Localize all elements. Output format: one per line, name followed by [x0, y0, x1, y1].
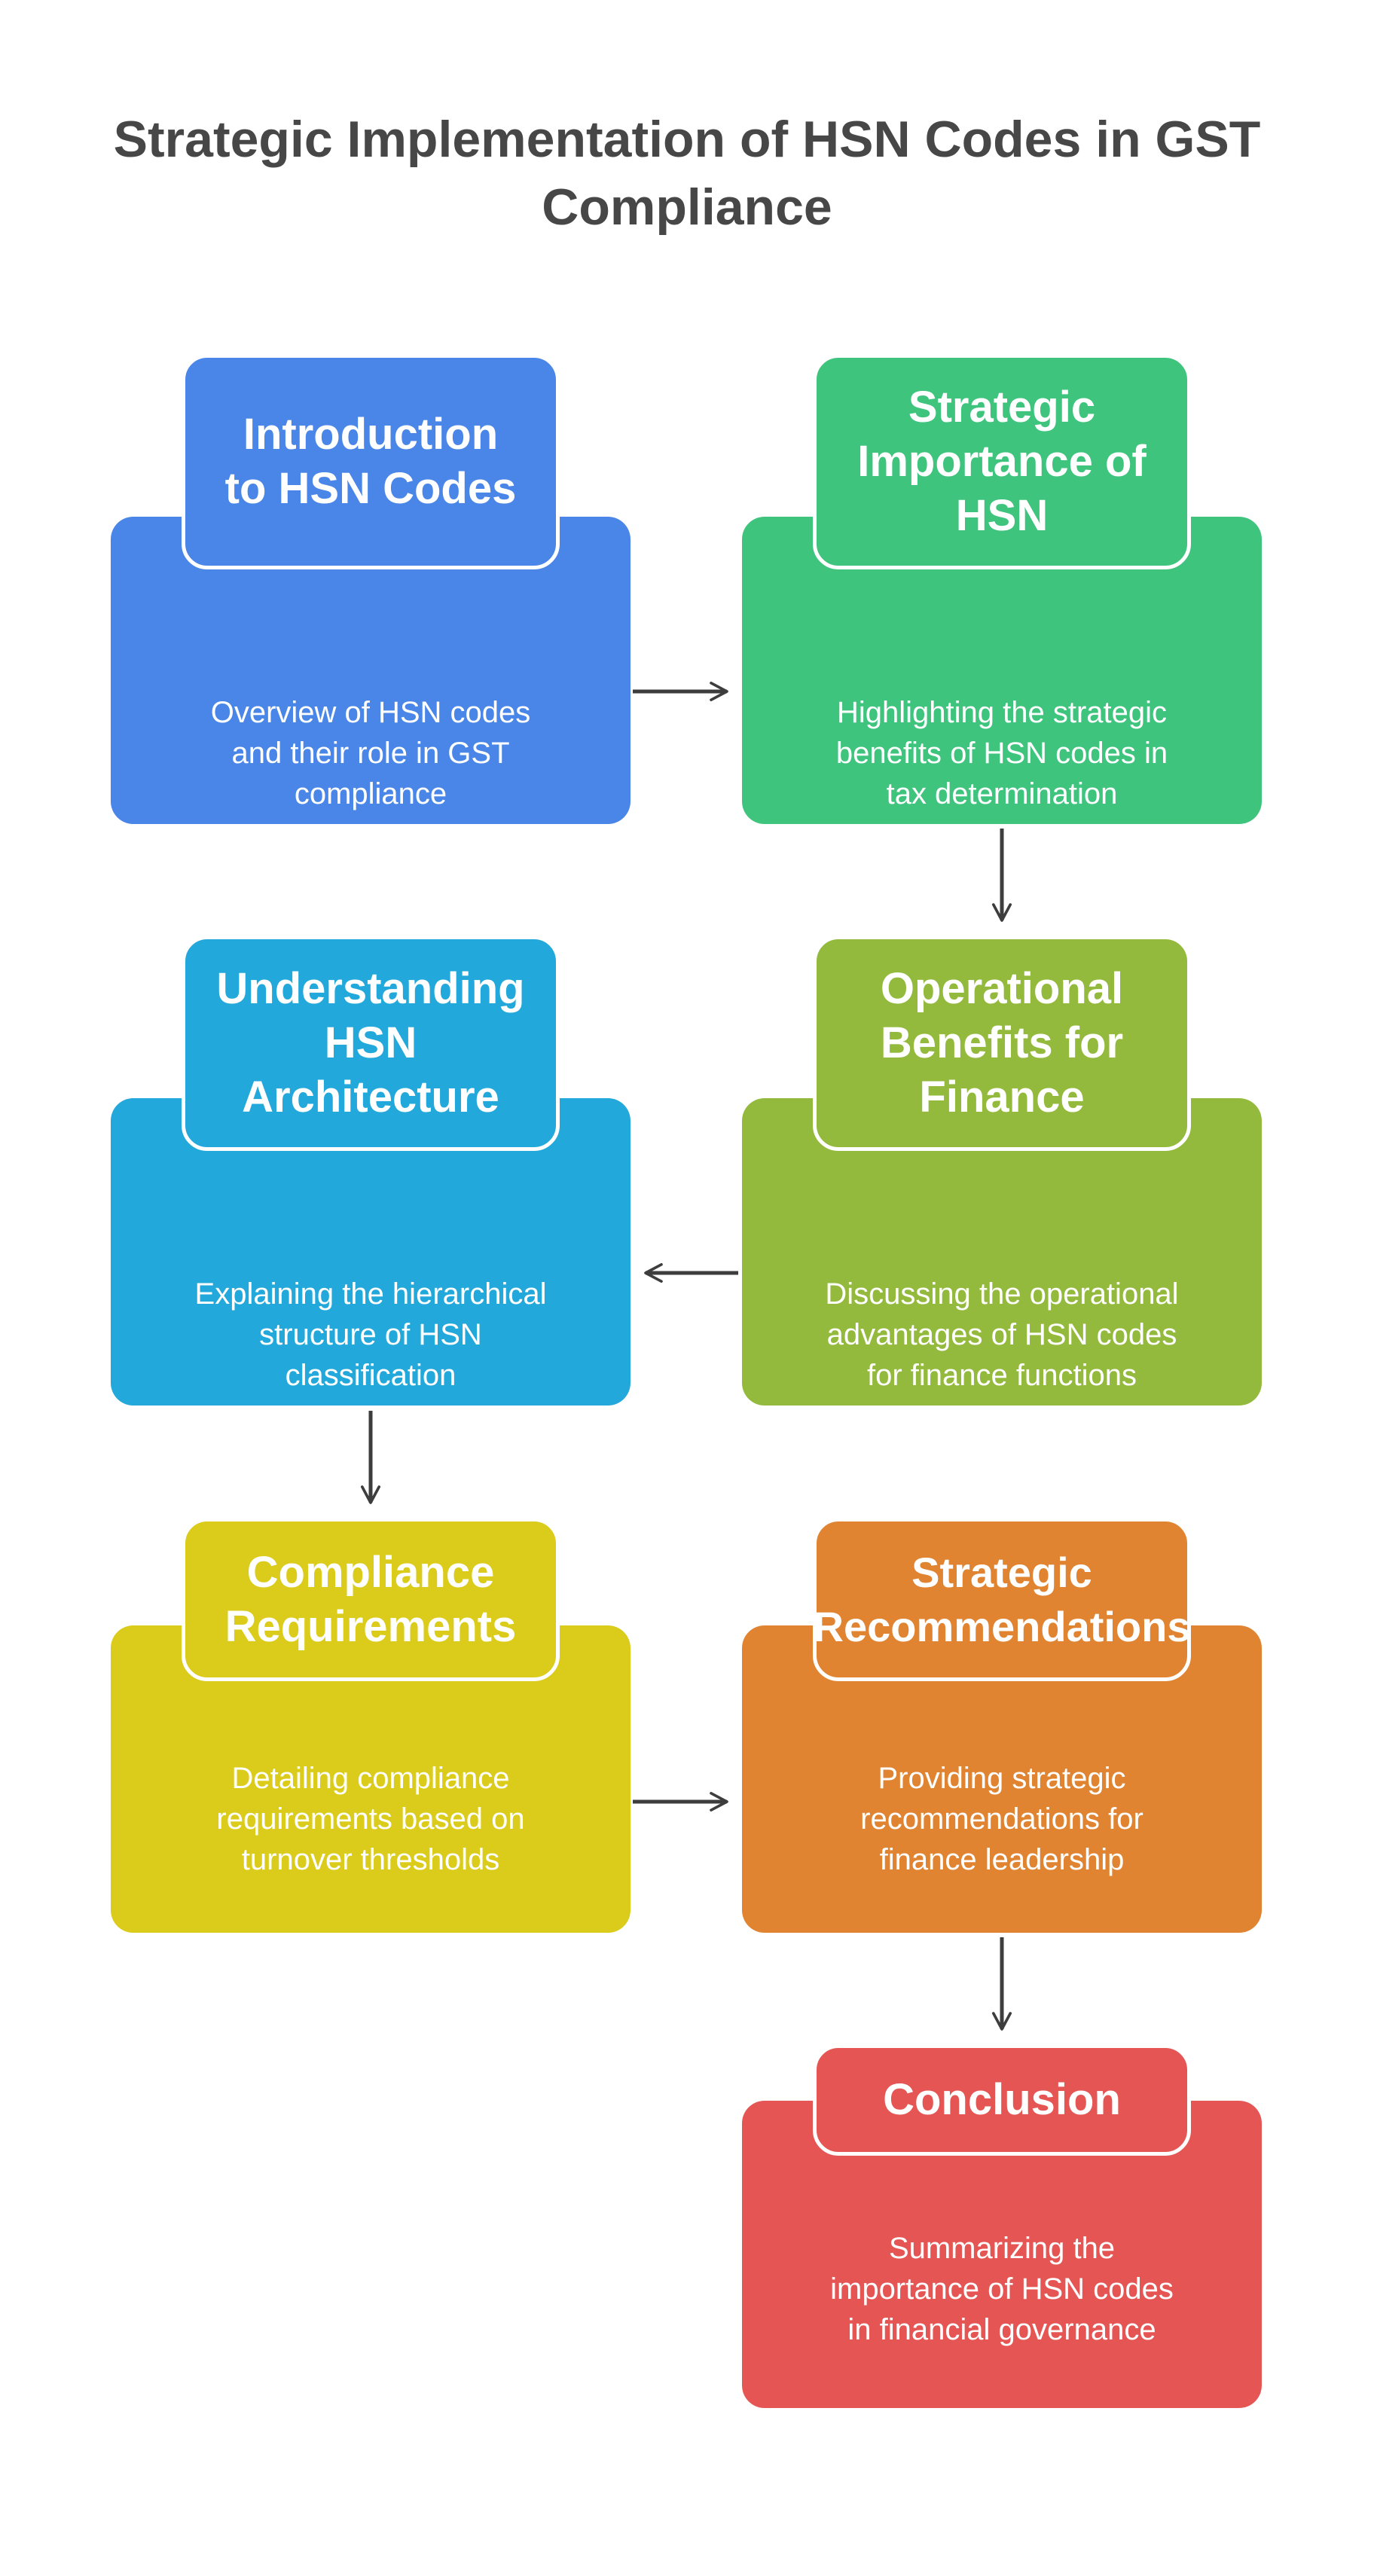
step-title-tab: Introduction to HSN Codes — [182, 354, 560, 569]
step-description: Explaining the hierarchical structure of… — [194, 1277, 547, 1392]
step-title-tab: Conclusion — [813, 2044, 1191, 2156]
step-title-tab: Operational Benefits for Finance — [813, 935, 1191, 1151]
step-description: Detailing compliance requirements based … — [216, 1762, 525, 1876]
step-title-tab: Strategic Recommendations — [813, 1518, 1191, 1681]
step-title-tab: Understanding HSN Architecture — [182, 935, 560, 1151]
page-title: Strategic Implementation of HSN Codes in… — [113, 111, 1261, 236]
step-title-tab: Strategic Importance of HSN — [813, 354, 1191, 569]
step-title-tab: Compliance Requirements — [182, 1518, 560, 1681]
step-description: Highlighting the strategic benefits of H… — [835, 696, 1168, 810]
step-description: Providing strategic recommendations for … — [860, 1762, 1143, 1876]
step-description: Discussing the operational advantages of… — [825, 1277, 1179, 1392]
step-description: Overview of HSN codes and their role in … — [210, 696, 531, 810]
step-description: Summarizing the importance of HSN codes … — [830, 2232, 1174, 2346]
